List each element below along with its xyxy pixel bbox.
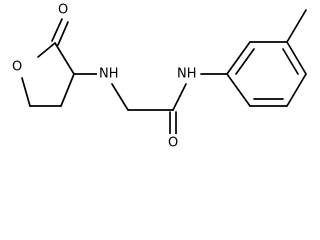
tolyl-ring — [226, 9, 307, 107]
lactone-ring — [21, 18, 75, 107]
bond-c2-o-double-2 — [57, 21, 69, 46]
molecule-structure: O O NH NH O — [10, 2, 307, 151]
bond-ar1-ar2 — [226, 41, 251, 75]
bond-c2-c3 — [54, 42, 75, 75]
bond-ar6-ar1 — [226, 73, 251, 107]
atom-labels: O O NH NH O — [10, 2, 200, 151]
bond-aromatic-inner-2 — [282, 48, 299, 75]
atom-n-amine: NH — [99, 67, 119, 82]
atom-n-amide: NH — [177, 67, 197, 82]
bond-c5-ring-o — [21, 77, 31, 107]
bond-nh-ch2 — [111, 83, 129, 111]
atom-o-carbonyl-amide: O — [168, 136, 178, 151]
bond-ar4-ar5 — [286, 73, 307, 107]
atom-o-ring: O — [12, 60, 22, 75]
atom-o-carbonyl-lactone: O — [58, 3, 68, 18]
bond-c3-c4 — [60, 73, 75, 107]
bond-co-nh — [172, 83, 187, 111]
bond-ring-o-c2 — [37, 42, 56, 58]
bond-ar3-ar4 — [286, 41, 307, 75]
bond-c2-o-double-1 — [51, 18, 63, 42]
bond-ar3-methyl — [286, 9, 307, 43]
bond-aromatic-inner-1 — [235, 48, 255, 75]
linker-chain — [73, 73, 228, 135]
